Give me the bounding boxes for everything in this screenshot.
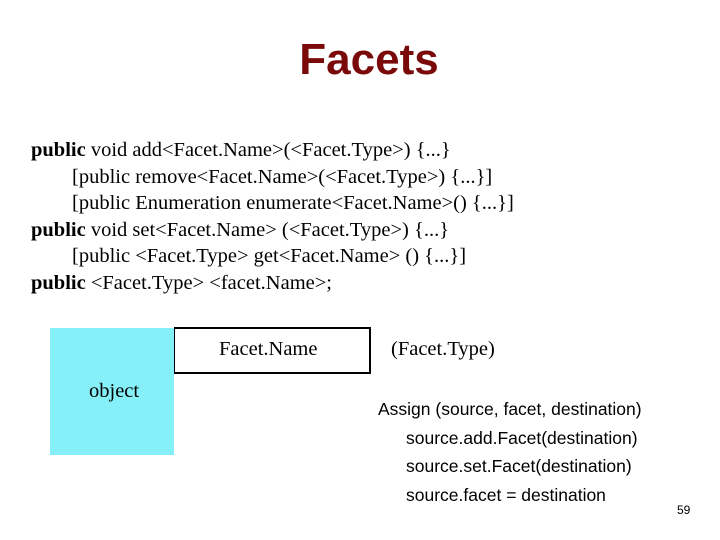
object-label: object <box>89 380 140 402</box>
facet-type-label: (Facet.Type) <box>391 338 495 360</box>
code-line: public <Facet.Type> <facet.Name>; <box>31 270 514 297</box>
assign-line: source.facet = destination <box>406 484 606 505</box>
assign-line: source.add.Facet(destination) <box>406 427 638 448</box>
code-text: <Facet.Type> <facet.Name>; <box>85 271 332 294</box>
facet-name-label: Facet.Name <box>219 338 318 360</box>
assign-block: Assign (source, facet, destination) sour… <box>378 395 642 509</box>
code-line: [public <Facet.Type> get<Facet.Name> () … <box>31 243 514 270</box>
code-keyword: public <box>31 139 86 161</box>
code-text: void add<Facet.Name>(<Facet.Type>) {...} <box>85 139 451 161</box>
assign-line: Assign (source, facet, destination) <box>378 399 642 419</box>
code-keyword: public <box>31 218 86 241</box>
code-text: [public <Facet.Type> get<Facet.Name> () … <box>72 245 467 267</box>
code-line: public void add<Facet.Name>(<Facet.Type>… <box>31 137 514 164</box>
code-text: void set<Facet.Name> (<Facet.Type>) {...… <box>85 218 450 241</box>
assign-line: source.set.Facet(destination) <box>406 456 632 476</box>
object-box <box>50 328 174 455</box>
code-line: public void set<Facet.Name> (<Facet.Type… <box>31 217 514 244</box>
code-listing: public void add<Facet.Name>(<Facet.Type>… <box>31 137 514 296</box>
code-text: [public Enumeration enumerate<Facet.Name… <box>72 192 514 214</box>
facet-name-box <box>174 327 371 374</box>
code-line: [public Enumeration enumerate<Facet.Name… <box>31 190 514 217</box>
code-line: [public remove<Facet.Name>(<Facet.Type>)… <box>31 164 514 191</box>
slide-title: Facets <box>299 35 439 84</box>
code-text: [public remove<Facet.Name>(<Facet.Type>)… <box>72 165 493 188</box>
page-number: 59 <box>677 503 691 517</box>
code-keyword: public <box>31 271 86 294</box>
